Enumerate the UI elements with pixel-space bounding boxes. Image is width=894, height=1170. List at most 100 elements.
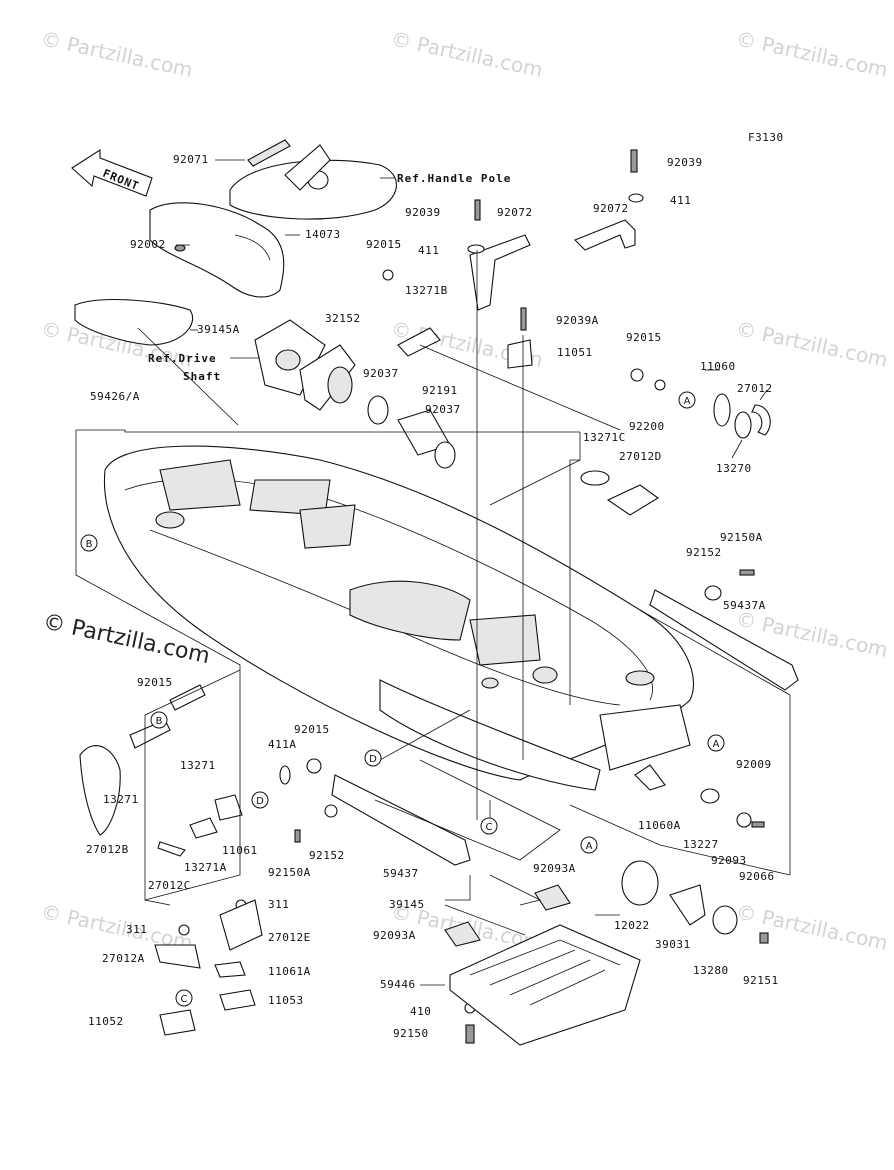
plate-11060-icon xyxy=(713,393,731,427)
part-label[interactable]: 92039 xyxy=(405,206,441,219)
part-label[interactable]: 13227 xyxy=(683,838,719,851)
part-label[interactable]: 11052 xyxy=(88,1015,124,1028)
part-label[interactable]: 92071 xyxy=(173,153,209,166)
part-label[interactable]: 92015 xyxy=(366,238,402,251)
part-label[interactable]: 92037 xyxy=(425,403,461,416)
gasket-39145a-illustration xyxy=(74,299,193,346)
part-label[interactable]: 92015 xyxy=(626,331,662,344)
part-label[interactable]: 13271 xyxy=(180,759,216,772)
rail-59437-illustration xyxy=(331,774,471,866)
watermark: © Partzilla.com xyxy=(734,899,890,955)
part-label[interactable]: 11053 xyxy=(268,994,304,1007)
plate-13271b-icon xyxy=(397,327,441,357)
bracket-27012d-icon xyxy=(606,484,659,516)
part-label[interactable]: 92072 xyxy=(593,202,629,215)
part-label[interactable]: 11060 xyxy=(700,360,736,373)
part-label[interactable]: 92093 xyxy=(711,854,747,867)
part-label[interactable]: 92152 xyxy=(686,546,722,559)
part-label[interactable]: 11061A xyxy=(268,965,311,978)
part-label[interactable]: 92200 xyxy=(629,420,665,433)
bracket-11061-icon xyxy=(214,794,243,821)
part-label[interactable]: 92152 xyxy=(309,849,345,862)
part-label[interactable]: 11051 xyxy=(557,346,593,359)
part-label[interactable]: 39145 xyxy=(389,898,425,911)
part-label[interactable]: 12022 xyxy=(614,919,650,932)
part-label[interactable]: 59446 xyxy=(380,978,416,991)
bracket-27012e-illustration xyxy=(219,899,263,951)
front-arrow-icon: FRONT xyxy=(71,148,153,197)
bracket-27012-icon xyxy=(751,404,771,436)
part-label[interactable]: 92015 xyxy=(137,676,173,689)
part-label[interactable]: 13270 xyxy=(716,462,752,475)
part-label[interactable]: 14073 xyxy=(305,228,341,241)
part-label[interactable]: 13271C xyxy=(583,431,626,444)
part-label[interactable]: 92015 xyxy=(294,723,330,736)
part-label[interactable]: 59437 xyxy=(383,867,419,880)
part-label[interactable]: 92150 xyxy=(393,1027,429,1040)
callout-d: D xyxy=(369,754,377,765)
bracket-11060a-icon xyxy=(634,764,666,791)
part-label[interactable]: 32152 xyxy=(325,312,361,325)
part-label[interactable]: 27012E xyxy=(268,931,311,944)
bracket-92072-icon xyxy=(574,219,636,251)
intake-grate-illustration xyxy=(444,884,641,1046)
watermark: © Partzilla.com xyxy=(389,26,545,82)
part-label[interactable]: 311 xyxy=(268,898,289,911)
ref-handle-pole: Ref.Handle Pole xyxy=(397,172,511,185)
bracket-11053-icon xyxy=(219,989,256,1011)
part-label[interactable]: 59437A xyxy=(723,599,766,612)
part-label[interactable]: 92093A xyxy=(373,929,416,942)
hose-clamp-icon xyxy=(367,395,389,425)
part-label[interactable]: 92151 xyxy=(743,974,779,987)
part-label[interactable]: 13271A xyxy=(184,861,227,874)
part-label[interactable]: 92093A xyxy=(533,862,576,875)
part-label[interactable]: 39145A xyxy=(197,323,240,336)
part-label[interactable]: 92009 xyxy=(736,758,772,771)
hose-clamp-icon xyxy=(434,441,456,469)
part-label[interactable]: 27012A xyxy=(102,952,145,965)
cone-39031-icon xyxy=(669,884,706,926)
part-label[interactable]: 92002 xyxy=(130,238,166,251)
part-label[interactable]: 59426/A xyxy=(90,390,140,403)
part-label[interactable]: 92072 xyxy=(497,206,533,219)
part-label[interactable]: 411 xyxy=(418,244,439,257)
hull-illustration xyxy=(103,445,694,791)
part-label[interactable]: 311 xyxy=(126,923,147,936)
part-label[interactable]: 92191 xyxy=(422,384,458,397)
callout-c: C xyxy=(181,994,188,1005)
part-label[interactable]: 27012 xyxy=(737,382,773,395)
watermark: © Partzilla.com xyxy=(734,316,890,372)
leader-lines xyxy=(75,159,791,986)
bracket-11051-icon xyxy=(507,339,533,369)
part-label[interactable]: 92150A xyxy=(268,866,311,879)
callout-b: B xyxy=(156,716,163,727)
part-label[interactable]: 11060A xyxy=(638,819,681,832)
part-label[interactable]: 92066 xyxy=(739,870,775,883)
part-label[interactable]: 13280 xyxy=(693,964,729,977)
part-label[interactable]: 13271 xyxy=(103,793,139,806)
callout-b: B xyxy=(86,539,93,550)
part-label[interactable]: 411 xyxy=(670,194,691,207)
cap-13280-icon xyxy=(712,905,738,935)
part-label[interactable]: 27012D xyxy=(619,450,662,463)
part-label[interactable]: 11061 xyxy=(222,844,258,857)
callout-a: A xyxy=(713,739,720,750)
part-label[interactable]: 39031 xyxy=(655,938,691,951)
callout-a: A xyxy=(586,841,593,852)
part-label[interactable]: 27012B xyxy=(86,843,129,856)
watermark: © Partzilla.com xyxy=(39,26,195,82)
part-label[interactable]: 92039A xyxy=(556,314,599,327)
reference-callouts: B A A D C A B D C xyxy=(80,391,725,1007)
part-label[interactable]: 411A xyxy=(268,738,297,751)
part-label[interactable]: 92150A xyxy=(720,531,763,544)
part-label[interactable]: 92037 xyxy=(363,367,399,380)
part-label[interactable]: 92039 xyxy=(667,156,703,169)
bracket-92072-icon xyxy=(469,234,531,311)
part-label[interactable]: 410 xyxy=(410,1005,431,1018)
seat-illustration xyxy=(149,202,285,298)
callout-a: A xyxy=(684,396,691,407)
wire-39145-icon xyxy=(444,874,542,936)
part-label[interactable]: 13271B xyxy=(405,284,448,297)
part-label[interactable]: 27012C xyxy=(148,879,191,892)
